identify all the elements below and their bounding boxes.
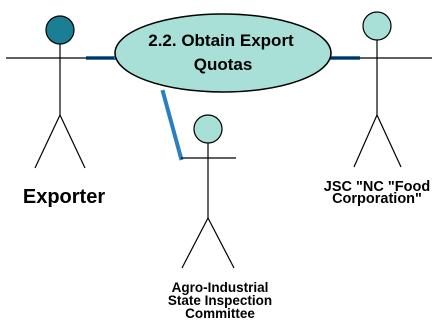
actor-jsc[interactable]: JSC "NC "Food Corporation" (324, 11, 432, 207)
use-case-ellipse (114, 13, 332, 93)
actor-agro-right-leg (207, 217, 235, 269)
use-case-label-line-2: Quotas (194, 55, 253, 74)
actor-agro-label-line-1: Agro-Industrial (172, 280, 269, 295)
actor-exporter[interactable]: Exporter (6, 15, 114, 208)
actor-exporter-label: Exporter (23, 186, 105, 208)
actor-agro-label-line-2: State Inspection (168, 293, 272, 308)
use-case-label-line-1: 2.2. Obtain Export (148, 31, 294, 50)
actor-exporter-left-leg (34, 114, 61, 169)
actor-exporter-head (45, 15, 75, 45)
actor-jsc-left-leg (353, 114, 378, 168)
use-case-obtain-export-quotas[interactable]: 2.2. Obtain Export Quotas (114, 13, 332, 93)
actor-jsc-head (362, 11, 392, 41)
actor-agro-label-line-3: Committee (185, 306, 255, 321)
actor-jsc-label-line-2: Corporation" (332, 191, 422, 207)
actor-agro-head (193, 114, 223, 144)
actor-jsc-right-leg (376, 114, 402, 168)
association-agro (160, 89, 184, 161)
actor-agro-left-leg (181, 217, 209, 269)
actor-exporter-right-leg (59, 114, 86, 169)
actor-agro[interactable]: Agro-Industrial State Inspection Committ… (168, 114, 272, 321)
actor-jsc-label-line-1: JSC "NC "Food (324, 179, 430, 195)
